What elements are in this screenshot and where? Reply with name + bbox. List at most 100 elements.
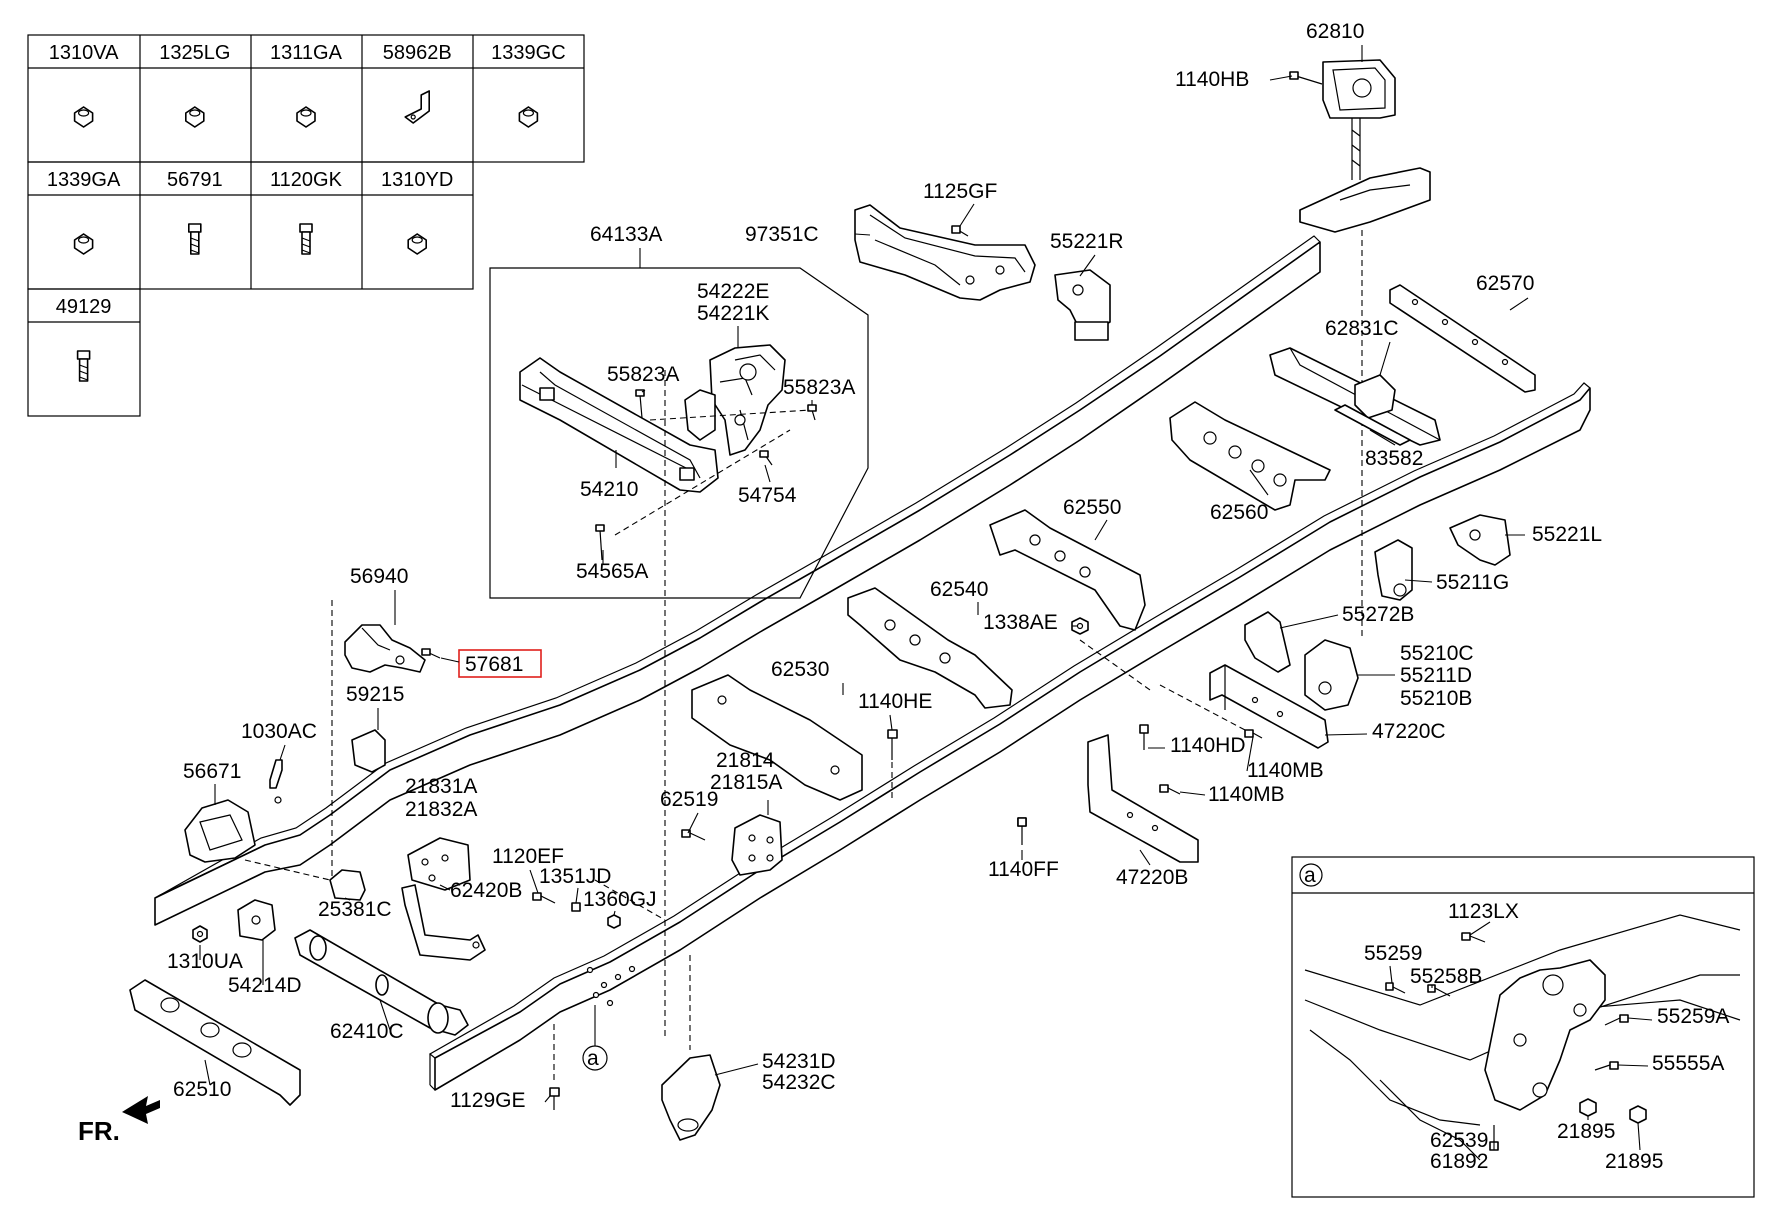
callout-54565a: 54565A [576, 560, 648, 583]
hex-nut-icon [296, 106, 316, 128]
callout-54221k: 54221K [697, 302, 769, 325]
callout-62519: 62519 [660, 788, 718, 811]
bolt-icon [532, 892, 556, 904]
legend-code: 58962B [383, 42, 452, 64]
bolt-icon [549, 1087, 560, 1110]
callout-1129ge: 1129GE [450, 1089, 526, 1112]
callout-62810: 62810 [1306, 20, 1364, 43]
inset-tag: a [1304, 864, 1316, 887]
inset-callout-21895-a: 21895 [1557, 1120, 1615, 1143]
hex-nut-icon [1071, 617, 1089, 635]
callout-55210b: 55210B [1400, 687, 1472, 710]
highlighted-part-57681[interactable]: 57681 [440, 649, 542, 678]
callout-62540: 62540 [930, 578, 988, 601]
callout-1140hd: 1140HD [1170, 734, 1246, 757]
callout-1140he: 1140HE [858, 690, 932, 713]
callout-1140hb: 1140HB [1175, 68, 1249, 91]
bracket-55221L [1449, 514, 1511, 566]
hex-nut-icon [73, 106, 94, 128]
assembly-group-64133A [489, 267, 869, 599]
bracket-54231D [661, 1054, 721, 1141]
callout-1310ua: 1310UA [167, 950, 243, 973]
callout-54210: 54210 [580, 478, 638, 501]
bolt-icon [1017, 817, 1027, 827]
bracket-icon [404, 90, 430, 124]
bolt-icon [1244, 729, 1263, 739]
legend-code: 1310VA [49, 42, 119, 64]
bolt-icon [1289, 71, 1323, 85]
crossmember-62530 [691, 674, 863, 801]
hex-nut-icon [407, 233, 428, 255]
crossmember-62560 [1169, 401, 1331, 511]
hex-nut-icon [518, 106, 539, 128]
callout-62510: 62510 [173, 1078, 231, 1101]
callout-62550: 62550 [1063, 496, 1121, 519]
callout-55221l: 55221L [1532, 523, 1602, 546]
bracket-55272B [1244, 611, 1291, 673]
inset-callout-61892: 61892 [1430, 1150, 1488, 1173]
crossmember-62831C [1269, 347, 1441, 446]
callout-54222e: 54222E [697, 280, 769, 303]
callout-25381c: 25381C [318, 898, 392, 921]
legend-code: 1311GA [270, 42, 343, 64]
crossmember-62510 [129, 979, 301, 1106]
legend-code: 1339GA [47, 169, 121, 191]
callout-1338ae: 1338AE [983, 611, 1058, 634]
washer-icon [571, 902, 581, 912]
detail-reference-label: a [587, 1047, 599, 1070]
legend-code: 1325LG [159, 42, 230, 64]
callout-21831a: 21831A [405, 775, 477, 798]
legend-code: 1339GC [491, 42, 566, 64]
callout-21815a: 21815A [710, 771, 782, 794]
bracket-47220C [1209, 664, 1329, 749]
callout-64133a: 64133A [590, 223, 662, 246]
callout-62410c: 62410C [330, 1020, 404, 1043]
left-frame-rail [154, 241, 1321, 926]
bracket-56671 [184, 799, 256, 863]
bracket-21814 [731, 814, 783, 876]
callout-55221r: 55221R [1050, 230, 1124, 253]
legend-code: 1310YD [381, 169, 453, 191]
rail-holes [586, 965, 636, 1007]
part-number-57681[interactable]: 57681 [465, 653, 523, 676]
inset-detail-a: a [1291, 856, 1755, 1198]
hex-nut-icon [192, 925, 208, 943]
strap-1030AC [269, 759, 283, 804]
callout-47220c: 47220C [1372, 720, 1446, 743]
bolt-icon [1139, 724, 1149, 750]
spare-tire-carrier [1289, 59, 1431, 640]
callout-1030ac: 1030AC [241, 720, 317, 743]
bolt-icon [887, 729, 898, 760]
legend-code: 49129 [56, 296, 112, 318]
bracket-55210C [1304, 639, 1359, 711]
callout-56671: 56671 [183, 760, 241, 783]
bracket-55211G [1374, 539, 1413, 601]
bolt-icon [76, 350, 91, 382]
front-label: FR. [78, 1116, 120, 1146]
inset-callout-55258b: 55258B [1410, 965, 1482, 988]
hex-nut-icon [185, 106, 205, 128]
hitch-62410C [294, 929, 469, 1036]
callout-1140ff: 1140FF [988, 858, 1059, 881]
callout-62570: 62570 [1476, 272, 1534, 295]
bracket-54214D [237, 899, 276, 941]
callout-21814: 21814 [716, 749, 775, 772]
bolt-icon [1159, 784, 1181, 795]
clip-25381C [329, 869, 366, 901]
bar-62570 [1389, 284, 1536, 393]
inset-callout-21895-b: 21895 [1605, 1150, 1663, 1173]
crossmember-62540 [847, 587, 1013, 709]
callout-54232c: 54232C [762, 1071, 836, 1094]
callout-55210c: 55210C [1400, 642, 1474, 665]
legend-code: 56791 [167, 169, 223, 191]
callout-83582: 83582 [1365, 447, 1423, 470]
callout-54231d: 54231D [762, 1050, 836, 1073]
callout-1140mb-a: 1140MB [1247, 759, 1324, 782]
callout-62530: 62530 [771, 658, 829, 681]
inset-callout-1123lx: 1123LX [1448, 900, 1519, 923]
bracket-55221R [1054, 269, 1111, 341]
callout-47220b: 47220B [1116, 866, 1188, 889]
front-direction-marker: FR. [78, 1096, 160, 1146]
inset-callouts: 1123LX5525955258B55259A55555A62539618922… [1364, 900, 1729, 1173]
